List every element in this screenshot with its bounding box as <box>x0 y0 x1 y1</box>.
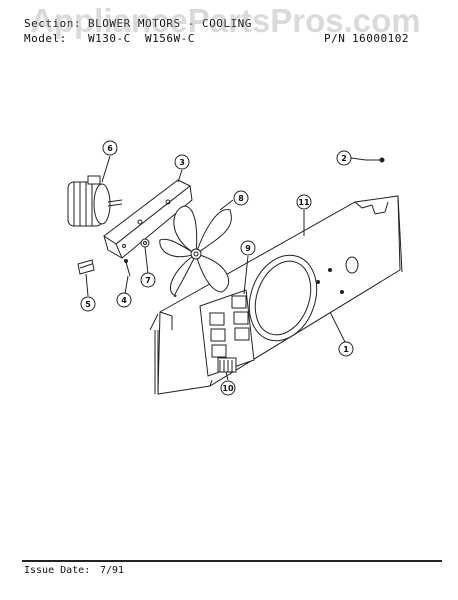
callout-5: 5 <box>80 296 96 312</box>
retaining-clip <box>77 259 95 275</box>
control-board <box>199 289 255 377</box>
small-screw <box>366 157 385 163</box>
section-label: Section: <box>24 17 81 30</box>
callout-8: 8 <box>233 190 249 206</box>
motor-bracket <box>103 179 193 259</box>
svg-text:5: 5 <box>85 300 91 309</box>
mounting-screw <box>124 259 131 277</box>
svg-text:4: 4 <box>121 296 127 305</box>
callout-3: 3 <box>174 154 190 170</box>
footer-rule <box>22 560 442 562</box>
svg-text:6: 6 <box>107 144 113 153</box>
pn-label: P/N <box>324 32 346 45</box>
svg-text:2: 2 <box>341 154 347 163</box>
callout-9: 9 <box>240 240 256 256</box>
svg-text:9: 9 <box>245 244 251 253</box>
callout-1: 1 <box>338 341 354 357</box>
callout-6: 6 <box>102 140 118 156</box>
exploded-parts-diagram: 6 3 8 11 2 9 7 4 5 1 10 <box>67 140 403 396</box>
svg-text:1: 1 <box>343 345 349 354</box>
issue-date-label: Issue Date: <box>24 565 91 576</box>
svg-text:11: 11 <box>298 198 310 207</box>
model-value: W130-C W156W-C <box>88 32 195 45</box>
svg-text:3: 3 <box>179 158 185 167</box>
callout-7: 7 <box>140 272 156 288</box>
svg-text:8: 8 <box>238 194 244 203</box>
fan-blade <box>159 205 232 297</box>
callout-4: 4 <box>116 292 132 308</box>
model-label: Model: <box>24 32 67 45</box>
issue-date-value: 7/91 <box>100 565 125 576</box>
pn-value: 16000102 <box>352 32 409 45</box>
callout-11: 11 <box>296 194 312 210</box>
svg-text:10: 10 <box>222 384 234 393</box>
callout-2: 2 <box>336 150 352 166</box>
svg-text:7: 7 <box>145 276 151 285</box>
callout-10: 10 <box>220 380 236 396</box>
section-value: BLOWER MOTORS - COOLING <box>88 17 252 30</box>
fan-nut <box>140 238 150 248</box>
blower-motor <box>67 175 123 227</box>
